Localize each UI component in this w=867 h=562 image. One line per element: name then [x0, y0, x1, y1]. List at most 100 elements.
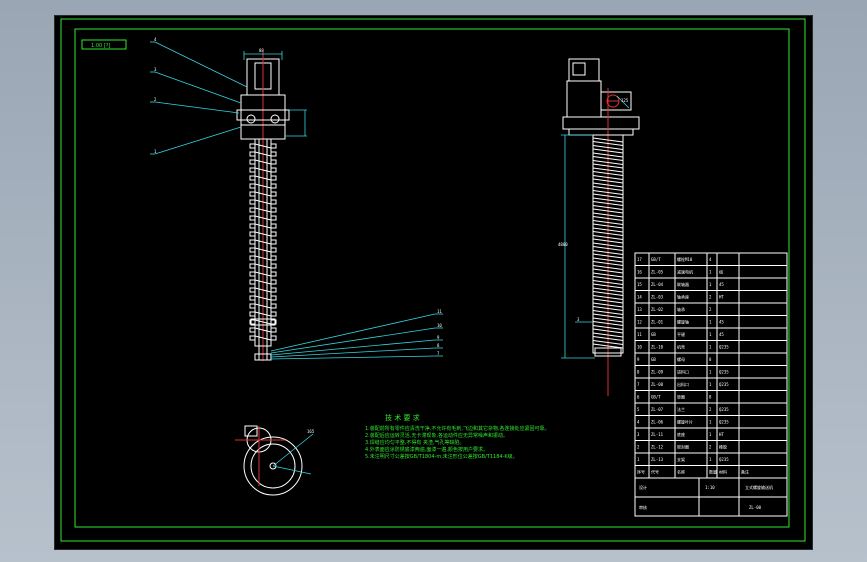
bom-cell-code: ZL-10 [651, 345, 664, 350]
bom-cell-mat: HT [719, 432, 724, 437]
bom-cell-no: 4 [637, 420, 640, 425]
bom-cell-code: ZL-04 [651, 282, 664, 287]
bom-cell-name: 垫圈 [677, 394, 685, 400]
bom-cell-name: 减速电机 [677, 269, 693, 275]
bom-header-name: 名称 [677, 469, 685, 475]
bom-cell-name: 轴承 [677, 306, 685, 312]
bom-cell-mat: Q235 [719, 407, 729, 412]
bom-cell-code: ZL-11 [651, 432, 664, 437]
balloon-3: 3 [154, 67, 157, 72]
dim-side: 165 [307, 429, 315, 434]
bom-cell-qty: 1 [709, 382, 712, 387]
bom-cell-qty: 1 [709, 457, 712, 462]
bom-cell-code: ZL-07 [651, 407, 664, 412]
bom-cell-code: ZL-03 [651, 295, 664, 300]
balloon-1: 1 [154, 149, 157, 154]
section-view: 165 [235, 425, 315, 496]
bom-cell-no: 12 [637, 320, 642, 325]
bom-cell-code: ZL-06 [651, 420, 664, 425]
tech-title: 技 术 要 求 [385, 413, 420, 422]
right-balloons: 11 10 9 8 7 [270, 309, 443, 360]
bom-cell-no: 7 [637, 382, 640, 387]
scale-label-box [81, 39, 127, 50]
bom-cell-no: 6 [637, 395, 640, 400]
bom-cell-name: 机壳 [677, 344, 685, 350]
bom-cell-no: 13 [637, 307, 642, 312]
dim-right: 125 [621, 98, 629, 103]
outer-border [60, 18, 806, 542]
bom-cell-mat: Q235 [719, 382, 729, 387]
balloon-8: 8 [437, 343, 440, 348]
bom-cell-no: 8 [637, 370, 640, 375]
bom-cell-no: 16 [637, 270, 642, 275]
bom-cell-qty: 1 [709, 370, 712, 375]
title-block-checker: 审核 [639, 504, 647, 510]
bom-cell-mat: 45 [719, 320, 724, 325]
bom-cell-name: 出料口 [677, 381, 689, 387]
bom-cell-no: 2 [637, 445, 640, 450]
bom-cell-mat: Q235 [719, 457, 729, 462]
bom-cell-code: ZL-12 [651, 445, 664, 450]
tech-line-3: 3.焊缝应均匀平整,不得有 夹渣,气孔等缺陷。 [365, 439, 465, 446]
bom-header-qty: 数量 [709, 469, 717, 475]
bom-cell-mat: 组 [719, 269, 723, 275]
bom-cell-qty: 2 [709, 307, 712, 312]
bom-cell-mat: Q235 [719, 370, 729, 375]
bom-cell-mat: 45 [719, 282, 724, 287]
bom-header-code: 代号 [651, 469, 659, 475]
bom-cell-mat: Q235 [719, 345, 729, 350]
bom-cell-name: 支架 [677, 456, 685, 462]
balloon-10: 10 [437, 323, 442, 328]
bom-cell-no: 17 [637, 257, 642, 262]
title-block-scale: 1:10 [705, 485, 715, 490]
bom-cell-qty: 1 [709, 332, 712, 337]
bom-cell-name: 进料口 [677, 369, 689, 375]
bom-cell-no: 9 [637, 357, 640, 362]
bom-cell-name: 螺母 [677, 356, 685, 362]
balloon-7: 7 [437, 351, 440, 356]
bom-cell-no: 1 [637, 457, 640, 462]
bom-cell-qty: 1 [709, 420, 712, 425]
tech-line-1: 1.装配前所有零件应清洗干净,不允许有毛刺,飞边和其它杂物,各连接处应紧固可靠。 [365, 425, 550, 432]
bom-cell-qty: 1 [709, 270, 712, 275]
bom-cell-mat: 橡胶 [719, 444, 727, 450]
bom-cell-no: 10 [637, 345, 642, 350]
bom-cell-name: 底座 [677, 431, 685, 437]
bom-cell-code: ZL-08 [651, 382, 664, 387]
bom-cell-name: 螺旋轴 [677, 319, 689, 325]
bom-cell-qty: 1 [709, 345, 712, 350]
bom-cell-name: 平键 [677, 331, 685, 337]
bom-cell-qty: 1 [709, 320, 712, 325]
bom-cell-name: 联轴器 [677, 281, 689, 287]
bom-cell-name: 法兰 [677, 406, 685, 412]
bom-cell-qty: 1 [709, 432, 712, 437]
bom-cell-name: 轴承座 [677, 294, 689, 300]
left-balloons: 4 3 2 1 [150, 37, 248, 155]
bom-cell-code: GB/T [651, 395, 661, 400]
dim-bottom: 3 [577, 317, 580, 322]
bom-cell-name: 密封圈 [677, 444, 689, 450]
bom-header-mat: 材料 [719, 469, 727, 475]
bom-cell-no: 5 [637, 407, 640, 412]
bom-cell-qty: 2 [709, 445, 712, 450]
cad-viewport[interactable]: 1:00 [?] 88 [54, 15, 813, 550]
inner-border [74, 28, 790, 528]
title-block-designer: 设计 [639, 484, 647, 490]
bom-cell-mat: HT [719, 295, 724, 300]
title-block-name: 立式螺旋输送机 [745, 484, 773, 490]
bom-cell-code: GB/T [651, 257, 661, 262]
balloon-4: 4 [154, 37, 157, 42]
drawing-canvas: 1:00 [?] 88 [60, 18, 806, 542]
tech-line-5: 5.未注明尺寸公差按GB/T1804-m,未注形位公差按GB/T1184-K级。 [365, 453, 518, 460]
bom-cell-no: 15 [637, 282, 642, 287]
front-view: 88 [236, 48, 307, 361]
tech-notes: 技 术 要 求 1.装配前所有零件应清洗干净,不允许有毛刺,飞边和其它杂物,各连… [365, 413, 550, 460]
bom-cell-name: 螺栓M10 [677, 256, 693, 262]
scale-label: 1:00 [?] [91, 43, 110, 49]
bom-cell-qty: 1 [709, 282, 712, 287]
balloon-11: 11 [437, 309, 442, 314]
bom-cell-name: 螺旋叶片 [677, 419, 693, 425]
tech-line-2: 2.装配后应运转灵活,无卡滞现象,各运动件应无异常噪声和振动。 [365, 432, 508, 439]
bom-cell-code: ZL-02 [651, 307, 664, 312]
